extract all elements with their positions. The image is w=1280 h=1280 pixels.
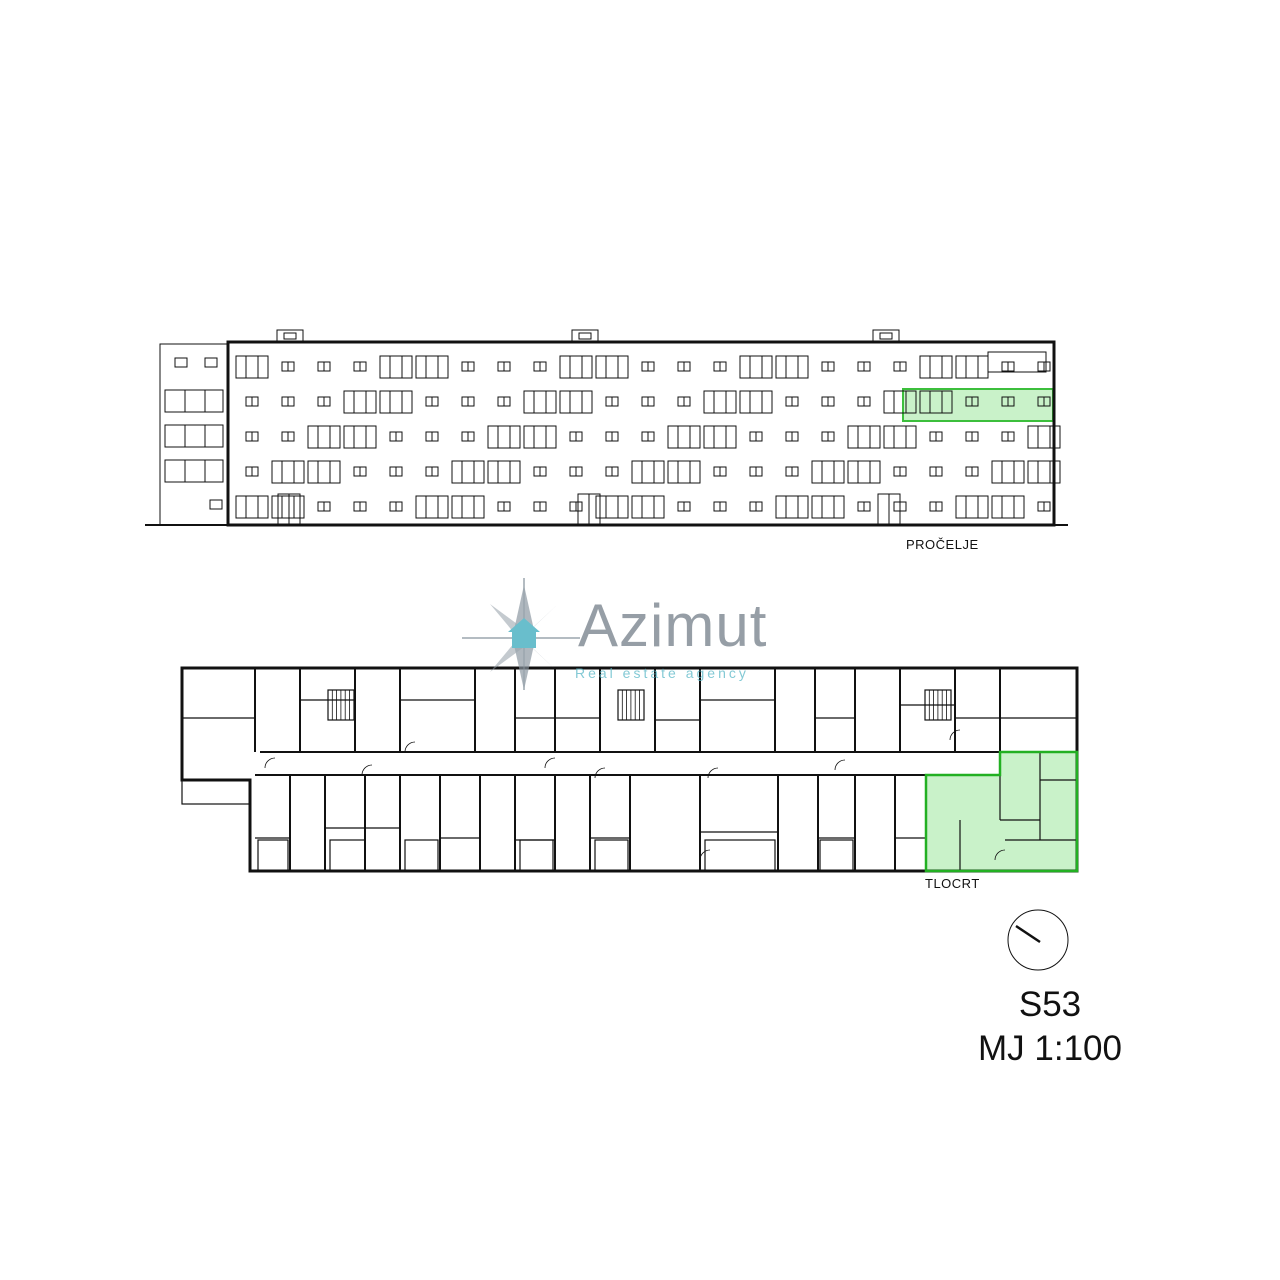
window-balcony <box>523 390 557 414</box>
window-balcony <box>955 495 989 519</box>
floorplan-label: TLOCRT <box>925 876 980 891</box>
window-balcony <box>164 459 224 483</box>
window-balcony <box>307 460 341 484</box>
balcony <box>819 839 854 872</box>
door-swing <box>361 764 373 776</box>
balcony <box>329 839 366 872</box>
staircase <box>327 689 355 721</box>
drawing-scale: MJ 1:100 <box>978 1029 1122 1068</box>
window <box>174 357 188 368</box>
brand-name: Azimut <box>578 592 768 659</box>
window-balcony <box>164 424 224 448</box>
unit-code: S53 <box>1018 985 1082 1024</box>
window-balcony <box>919 390 953 414</box>
window-balcony <box>523 425 557 449</box>
window-balcony <box>415 355 449 379</box>
window-balcony <box>487 460 521 484</box>
window-balcony <box>847 460 881 484</box>
terrace <box>181 779 251 805</box>
staircase <box>617 689 645 721</box>
balcony <box>404 839 439 872</box>
window-balcony <box>811 495 845 519</box>
balcony <box>519 839 554 872</box>
brand-tagline: Real estate agency <box>575 665 749 681</box>
window-balcony <box>1027 425 1061 449</box>
highlighted-unit <box>924 750 1079 873</box>
window-balcony <box>775 495 809 519</box>
plan-unit-fill <box>926 752 1077 871</box>
window-balcony <box>415 495 449 519</box>
balcony <box>594 839 629 872</box>
door-swing <box>834 759 846 771</box>
door-swing <box>544 757 556 769</box>
elevation-label: PROČELJE <box>906 537 979 552</box>
roof-vent-inner <box>578 332 592 340</box>
door-swing <box>594 767 606 779</box>
window-panel <box>987 351 1047 373</box>
window-balcony <box>271 460 305 484</box>
window-balcony <box>487 425 521 449</box>
window <box>209 499 223 510</box>
window-balcony <box>235 495 269 519</box>
window-balcony <box>631 495 665 519</box>
window-balcony <box>667 460 701 484</box>
door-swing <box>404 741 416 753</box>
window-balcony <box>775 355 809 379</box>
window-balcony <box>667 425 701 449</box>
roof-vent-inner <box>879 332 893 340</box>
window-balcony <box>919 355 953 379</box>
staircase <box>924 689 952 721</box>
window-balcony <box>379 390 413 414</box>
roof-vent <box>872 329 900 343</box>
door-swing <box>699 849 711 861</box>
window-balcony <box>379 355 413 379</box>
window-balcony <box>343 425 377 449</box>
window-balcony <box>343 390 377 414</box>
door-swing <box>707 767 719 779</box>
main-facade <box>226 340 1056 527</box>
balcony <box>257 839 289 872</box>
door-swing <box>264 757 276 769</box>
window-balcony <box>559 390 593 414</box>
roof-vent <box>276 329 304 343</box>
door-swing <box>994 849 1006 861</box>
window-balcony <box>739 390 773 414</box>
window-balcony <box>1027 460 1061 484</box>
window-balcony <box>595 355 629 379</box>
plan-unit-outline <box>924 750 1079 873</box>
window-balcony <box>271 495 305 519</box>
window-balcony <box>559 355 593 379</box>
window-balcony <box>883 390 917 414</box>
window-balcony <box>451 460 485 484</box>
window <box>204 357 218 368</box>
window-balcony <box>991 495 1025 519</box>
window-balcony <box>703 425 737 449</box>
door-swing <box>949 729 961 741</box>
window-balcony <box>847 425 881 449</box>
window-balcony <box>631 460 665 484</box>
window-balcony <box>235 355 269 379</box>
roof-vent-inner <box>283 332 297 340</box>
window-balcony <box>451 495 485 519</box>
window-balcony <box>883 425 917 449</box>
window-balcony <box>991 460 1025 484</box>
window-balcony <box>164 389 224 413</box>
balcony <box>704 839 776 872</box>
window-balcony <box>739 355 773 379</box>
window-balcony <box>811 460 845 484</box>
window-balcony <box>703 390 737 414</box>
window-balcony <box>595 495 629 519</box>
roof-vent <box>571 329 599 343</box>
window-balcony <box>307 425 341 449</box>
